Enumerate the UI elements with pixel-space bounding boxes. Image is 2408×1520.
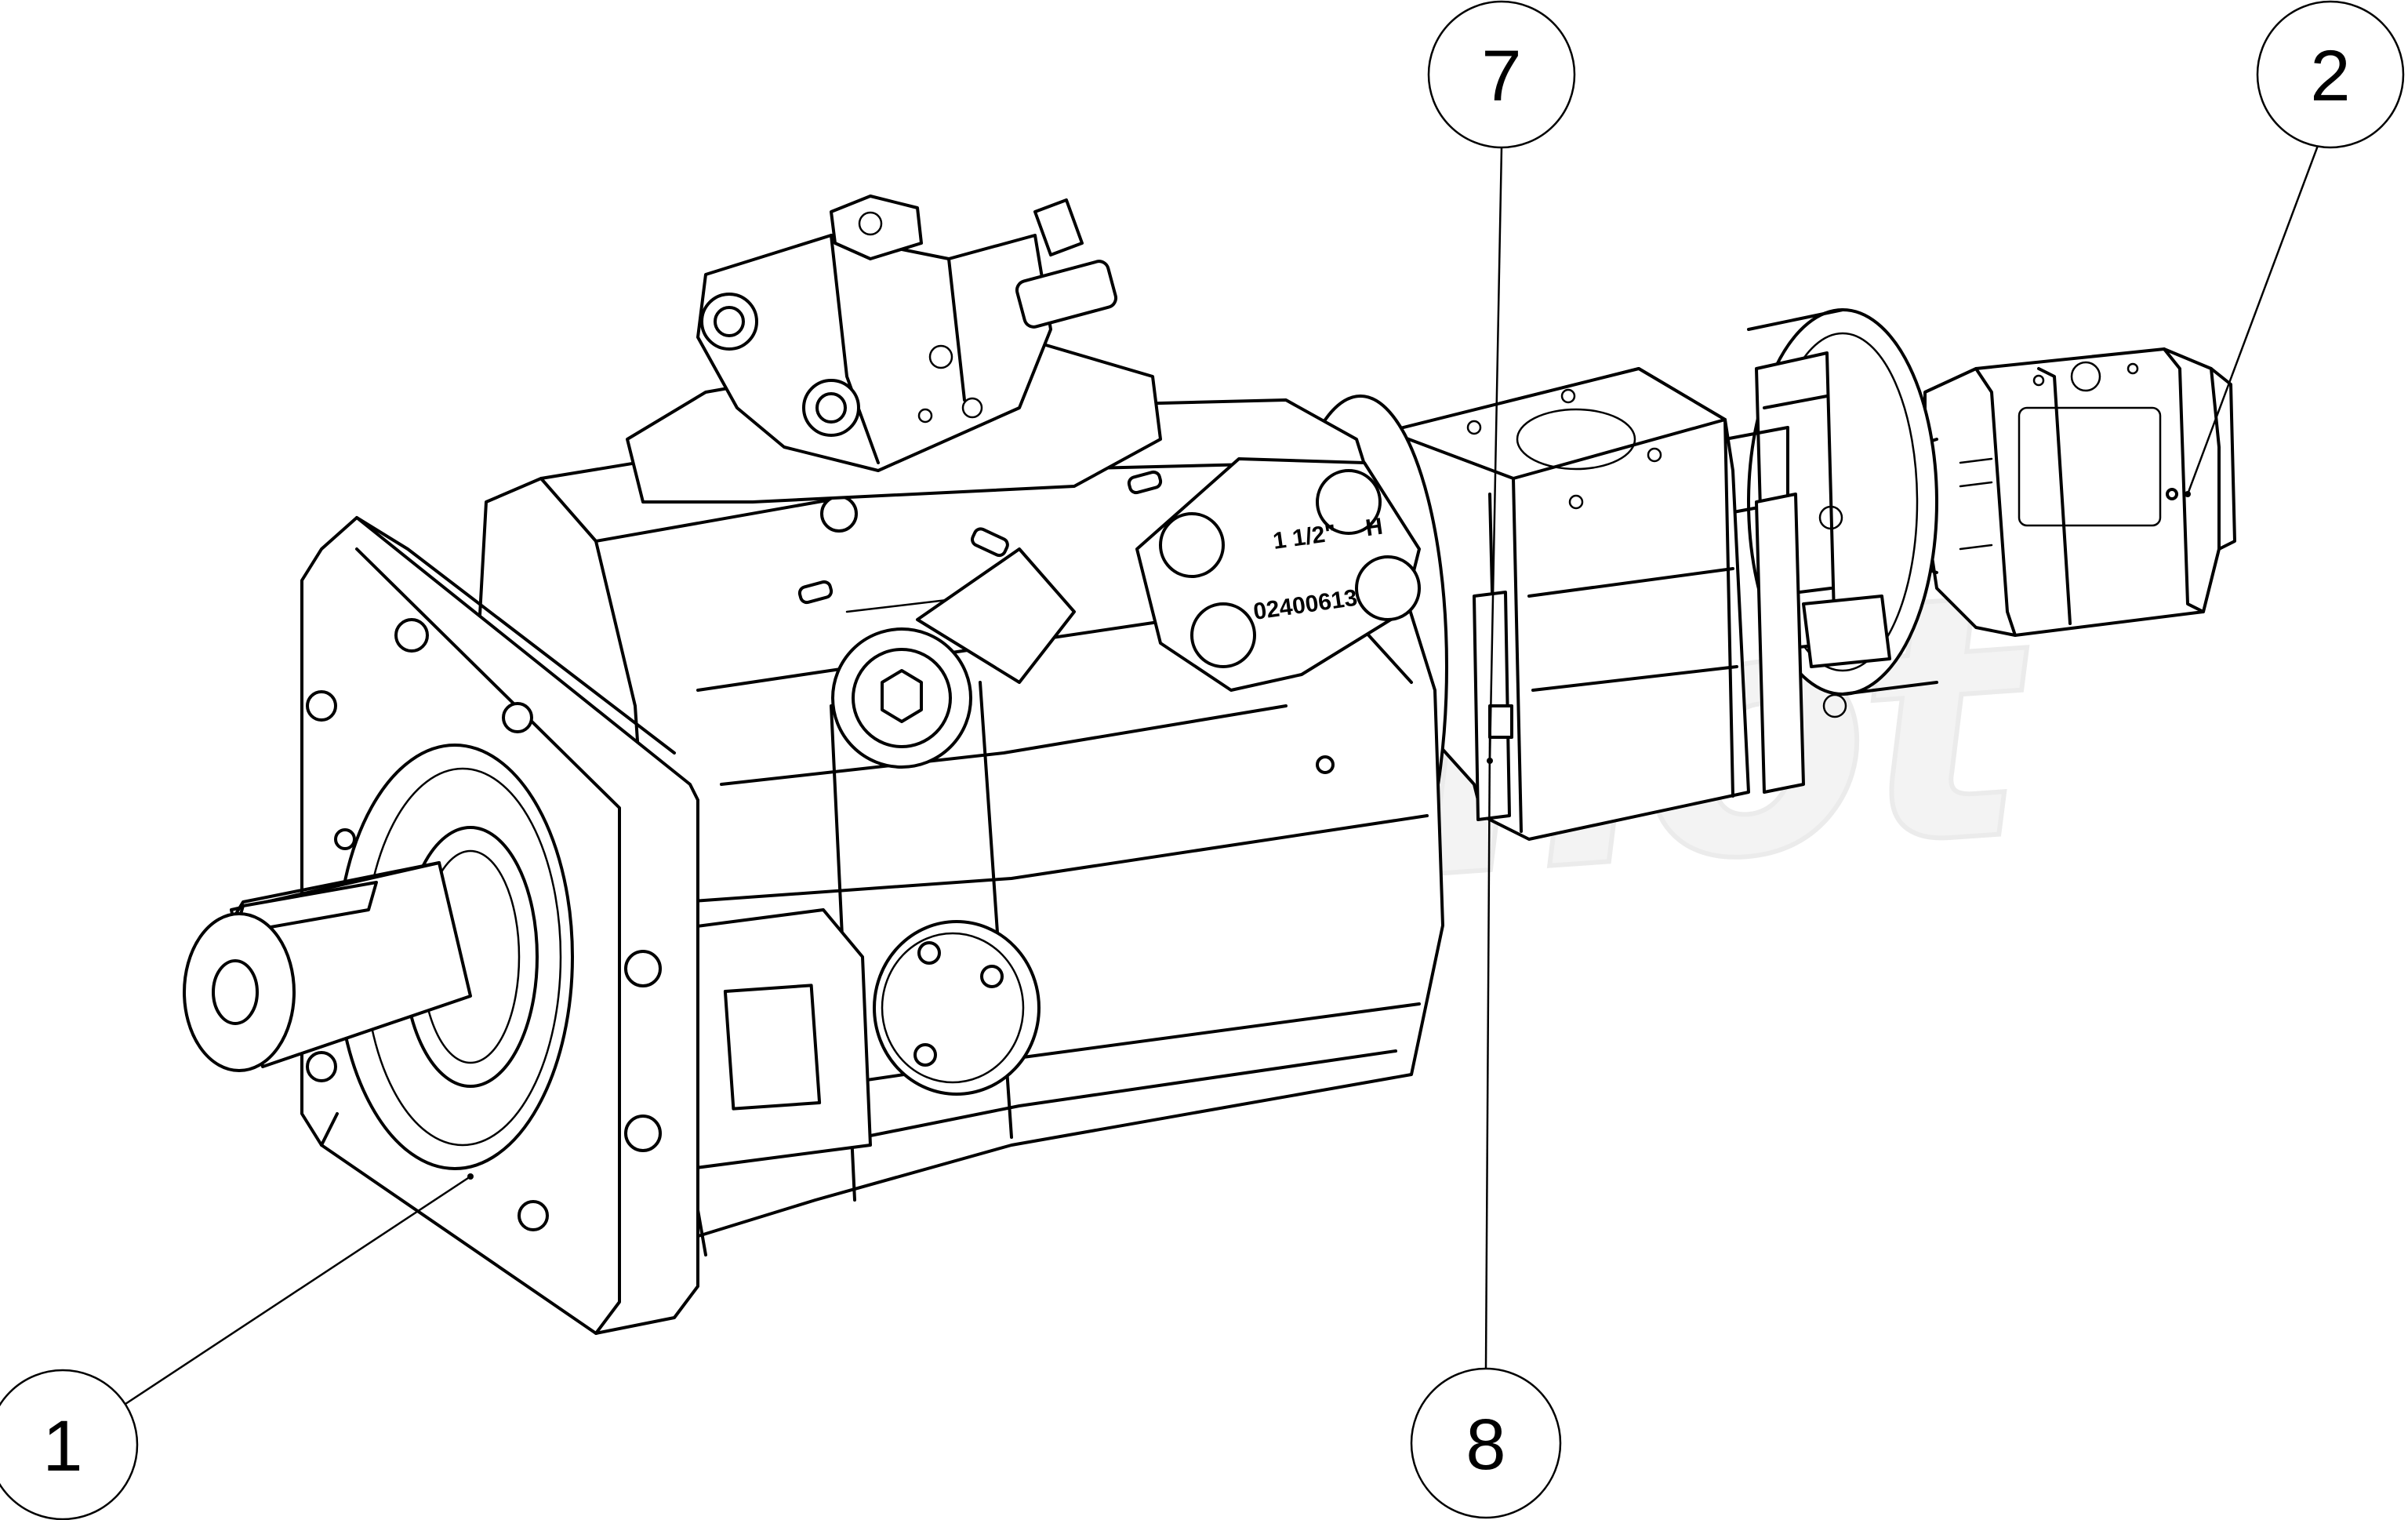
callout-2-label: 2 [2310,36,2350,116]
callout-7-label: 7 [1481,36,1521,116]
callout-8-label: 8 [1466,1405,1505,1485]
front-mounting-flange [300,516,699,1335]
rear-gear-pump [1912,347,2236,637]
intermediate-gear-pump [1386,367,1847,841]
leader-7 [1488,147,1503,762]
pressure-port-flange: 1 1/2" H 02400613 [1135,457,1421,692]
leader-lines [125,136,2323,1405]
callout-1: 1 [0,1369,139,1520]
flange-type-text: H [1364,514,1385,542]
leader-8 [1484,736,1491,1369]
callout-8: 8 [1410,1367,1562,1519]
leader-2 [2186,136,2323,495]
callout-7: 7 [1427,0,1576,149]
control-valve-block [626,195,1162,504]
drive-shaft [183,861,472,1072]
leader-1 [125,1175,471,1405]
callout-1-label: 1 [42,1406,82,1486]
callout-2: 2 [2256,0,2405,149]
